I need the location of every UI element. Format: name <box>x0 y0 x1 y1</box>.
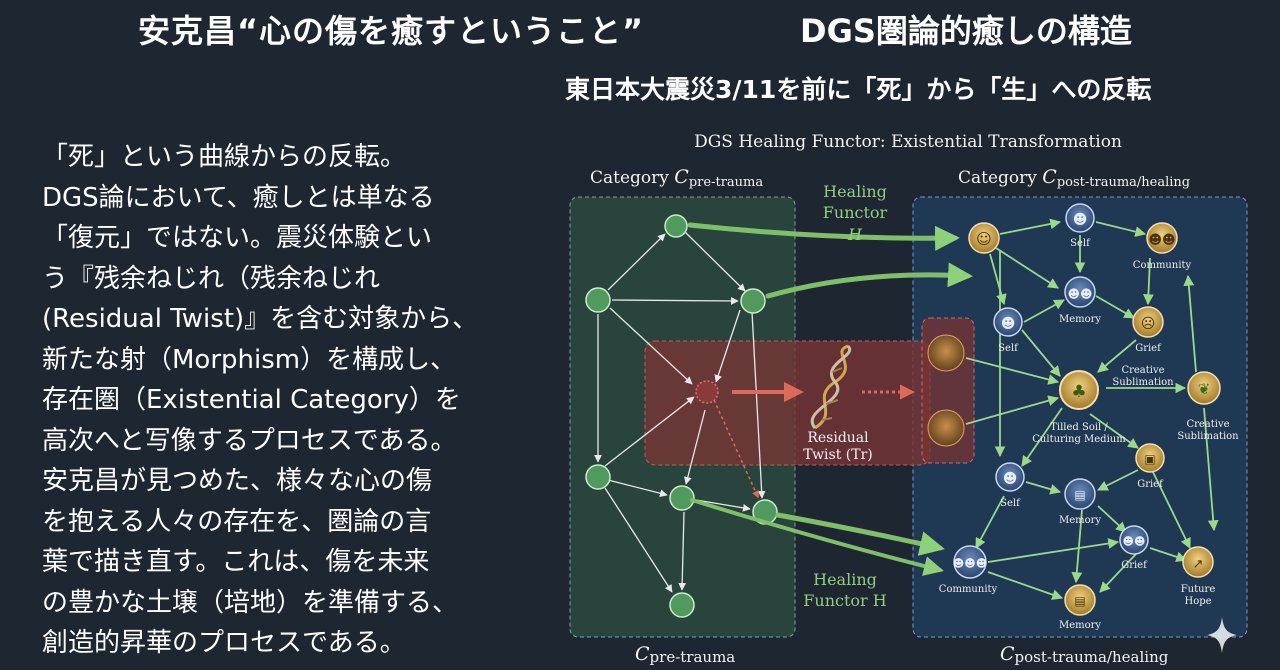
memory-node-low <box>1064 478 1096 510</box>
healing-functor-arrows <box>687 222 973 576</box>
body-line: 新たな射（Morphism）を構成し、 <box>42 344 457 375</box>
pre-node <box>664 214 688 238</box>
group-icon: ☻☻ <box>1067 287 1092 301</box>
body-line: 創造的昇華のプロセスである。 <box>42 628 406 658</box>
slide-title-right: DGS圏論的癒しの構造 <box>800 12 1132 50</box>
node-label-culturing: Culturing Medium <box>1032 434 1126 445</box>
body-line: 「復元」ではない。震災体験とい <box>42 223 433 253</box>
residual-twist-label: Residual <box>807 430 869 446</box>
community-node-top <box>1146 222 1178 254</box>
group-icon: ☻☻☻ <box>953 557 987 570</box>
gold-person-node <box>968 222 1000 254</box>
memory-node-top <box>1064 276 1096 308</box>
post-trauma-nodes: ☺ ☻ Self ☻☻ Community ☻☻ Memory ☻ Self ☹… <box>939 203 1239 631</box>
self-node-mid <box>993 307 1023 337</box>
group-icon: ☻☻ <box>1123 535 1146 548</box>
grief-node-top <box>1132 306 1164 338</box>
body-line: 高次へと写像するプロセスである。 <box>42 425 457 456</box>
creative-sublimation-node <box>1187 371 1221 405</box>
body-line: う『残余ねじれ（残余ねじれ <box>42 263 381 294</box>
pre-node <box>585 287 611 313</box>
bottom-left-category-label: Cpre-trauma <box>635 643 735 666</box>
book-icon: ▤ <box>1074 594 1085 608</box>
node-label-tilled-soil: Tilled Soil / <box>1050 422 1108 433</box>
leaf-icon: ❦ <box>1198 380 1211 398</box>
body-text: 「死」という曲線からの反転。 DGS論において、癒しとは単なる 「復元」ではない… <box>42 137 542 664</box>
bottom-right-category-label: Cpost-trauma/healing <box>1000 643 1169 666</box>
body-line: を抱える人々の存在を、圏論の言 <box>42 506 432 537</box>
pre-node <box>585 464 611 490</box>
node-label-sublimation: Sublimation <box>1177 431 1239 442</box>
node-label-self: Self <box>998 343 1019 354</box>
twist-texture-node <box>927 409 965 447</box>
diagram-title: DGS Healing Functor: Existential Transfo… <box>694 132 1122 152</box>
node-label-community: Community <box>939 584 998 595</box>
self-node-low <box>995 462 1025 492</box>
node-label-memory: Memory <box>1059 515 1101 526</box>
slide-title-left: 安克昌“心の傷を癒すということ” <box>138 12 645 50</box>
post-trauma-arrows <box>965 218 1219 600</box>
head-icon: ▣ <box>1144 452 1155 466</box>
node-label-memory: Memory <box>1059 620 1101 631</box>
body-line: (Residual Twist)』を含む対象から、 <box>42 304 479 334</box>
pre-node <box>740 288 766 314</box>
book-icon: ▤ <box>1074 488 1085 502</box>
person-icon: ☻ <box>1073 212 1088 228</box>
node-label-self: Self <box>1070 238 1091 249</box>
twisted-node <box>695 380 719 404</box>
body-line: の豊かな土壌（培地）を準備する、 <box>42 587 459 618</box>
body-line: 安克昌が見つめた、様々な心の傷 <box>42 466 433 496</box>
person-icon: ☻ <box>1003 471 1018 487</box>
residual-twist-band <box>644 340 931 466</box>
growth-chart-icon: ↗ <box>1193 557 1204 572</box>
future-hope-node <box>1182 546 1214 578</box>
dna-helix-icon <box>810 344 852 430</box>
grief-node-mid <box>1135 443 1165 473</box>
community-node-low <box>953 545 987 579</box>
node-label-sublimation: Sublimation <box>1112 377 1174 388</box>
pre-node <box>669 592 695 618</box>
person-icon: ☻ <box>1001 316 1016 332</box>
residual-twist-label-2: Twist (Tr) <box>803 447 873 463</box>
sparkle-icon <box>1207 617 1237 653</box>
node-label-hope: Hope <box>1184 596 1211 607</box>
node-label-creative: Creative <box>1121 365 1164 376</box>
head-icon: ☹ <box>1141 316 1156 332</box>
group-icon: ☻☻ <box>1148 233 1175 248</box>
healing-functor-bottom-label-2: Functor H <box>803 591 886 610</box>
node-label-grief: Grief <box>1137 479 1164 490</box>
memory-node-bottom <box>1064 584 1096 616</box>
pre-trauma-arrows <box>594 231 766 593</box>
node-label-self: Self <box>1000 498 1021 509</box>
right-category-heading: Category Cpost-trauma/healing <box>958 166 1190 190</box>
body-line: 「死」という曲線からの反転。 <box>42 142 407 172</box>
body-line: 葉で描き直す。これは、傷を未来 <box>42 547 430 577</box>
node-label-community: Community <box>1133 260 1192 271</box>
node-label-creative: Creative <box>1186 419 1229 430</box>
sprout-icon: ♣ <box>1071 382 1086 402</box>
healing-functor-top-symbol: H <box>847 225 863 244</box>
healing-functor-top-label: Healing <box>823 182 887 201</box>
twist-texture-node <box>927 334 965 372</box>
pre-node <box>669 485 695 511</box>
healing-functor-diagram: DGS Healing Functor: Existential Transfo… <box>569 132 1248 666</box>
healing-functor-bottom-label: Healing <box>813 570 877 589</box>
person-icon: ☺ <box>976 230 992 248</box>
node-label-grief: Grief <box>1121 560 1148 571</box>
slide-subtitle: 東日本大震災3/11を前に「死」から「生」への反転 <box>565 75 1152 104</box>
grief-node-low <box>1119 525 1149 555</box>
body-line: DGS論において、癒しとは単なる <box>42 182 435 213</box>
node-label-grief: Grief <box>1135 343 1162 354</box>
body-line: 存在圏（Existential Category）を <box>42 385 461 415</box>
node-label-memory: Memory <box>1059 314 1101 325</box>
node-label-future: Future <box>1181 584 1216 595</box>
healing-functor-top-label-2: Functor <box>823 203 888 222</box>
self-node-top <box>1065 203 1095 233</box>
tilled-soil-node <box>1059 370 1099 410</box>
left-category-heading: Category Cpre-trauma <box>590 166 763 190</box>
